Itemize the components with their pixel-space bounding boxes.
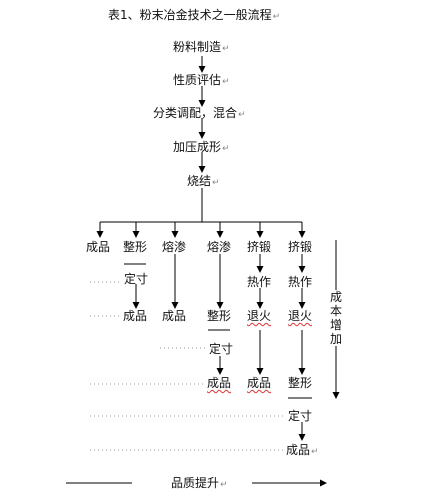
step-powder-making: 粉料制造↵ (173, 40, 230, 54)
branch-forging-1: 挤锻 (247, 240, 272, 254)
cost-increase-label-1: 成 (329, 290, 343, 304)
diagram-title: 表1、粉末冶金技术之一般流程↵ (108, 8, 281, 22)
branch-infiltration-2: 熔渗 (207, 240, 232, 254)
col5-finished-product: 成品 (247, 376, 272, 390)
col6-dingcun: 定寸 (288, 409, 313, 423)
col5-annealing: 退火 (247, 309, 272, 323)
step-property-evaluation: 性质评估↵ (173, 73, 230, 87)
col5-hot-working: 热作 (247, 275, 272, 289)
col3-finished-product: 成品 (162, 309, 187, 323)
col2-dingcun: 定寸 (124, 272, 149, 286)
cost-increase-label-2: 本 (329, 304, 343, 318)
step-sintering: 烧结↵ (187, 174, 220, 188)
col6-sizing: 整形 (288, 376, 313, 390)
branch-infiltration-1: 熔渗 (162, 240, 187, 254)
cost-increase-label-3: 增 (329, 318, 343, 332)
col4-finished-product: 成品 (207, 376, 232, 390)
branch-forging-2: 挤锻 (288, 240, 313, 254)
col4-dingcun: 定寸 (209, 342, 234, 356)
branch-finished-product: 成品 (86, 240, 111, 254)
quality-improvement-label: 品质提升↵ (171, 476, 228, 490)
cost-increase-label-4: 加 (329, 332, 343, 346)
col2-finished-product: 成品 (123, 309, 148, 323)
branch-sizing: 整形 (123, 240, 148, 254)
col6-annealing: 退火 (288, 309, 313, 323)
col4-sizing: 整形 (207, 309, 232, 323)
step-press-forming: 加压成形↵ (173, 140, 230, 154)
step-classify-mix: 分类调配，混合↵ (153, 106, 246, 120)
col6-finished-product: 成品↵ (286, 443, 319, 457)
col6-hot-working: 热作 (288, 275, 313, 289)
